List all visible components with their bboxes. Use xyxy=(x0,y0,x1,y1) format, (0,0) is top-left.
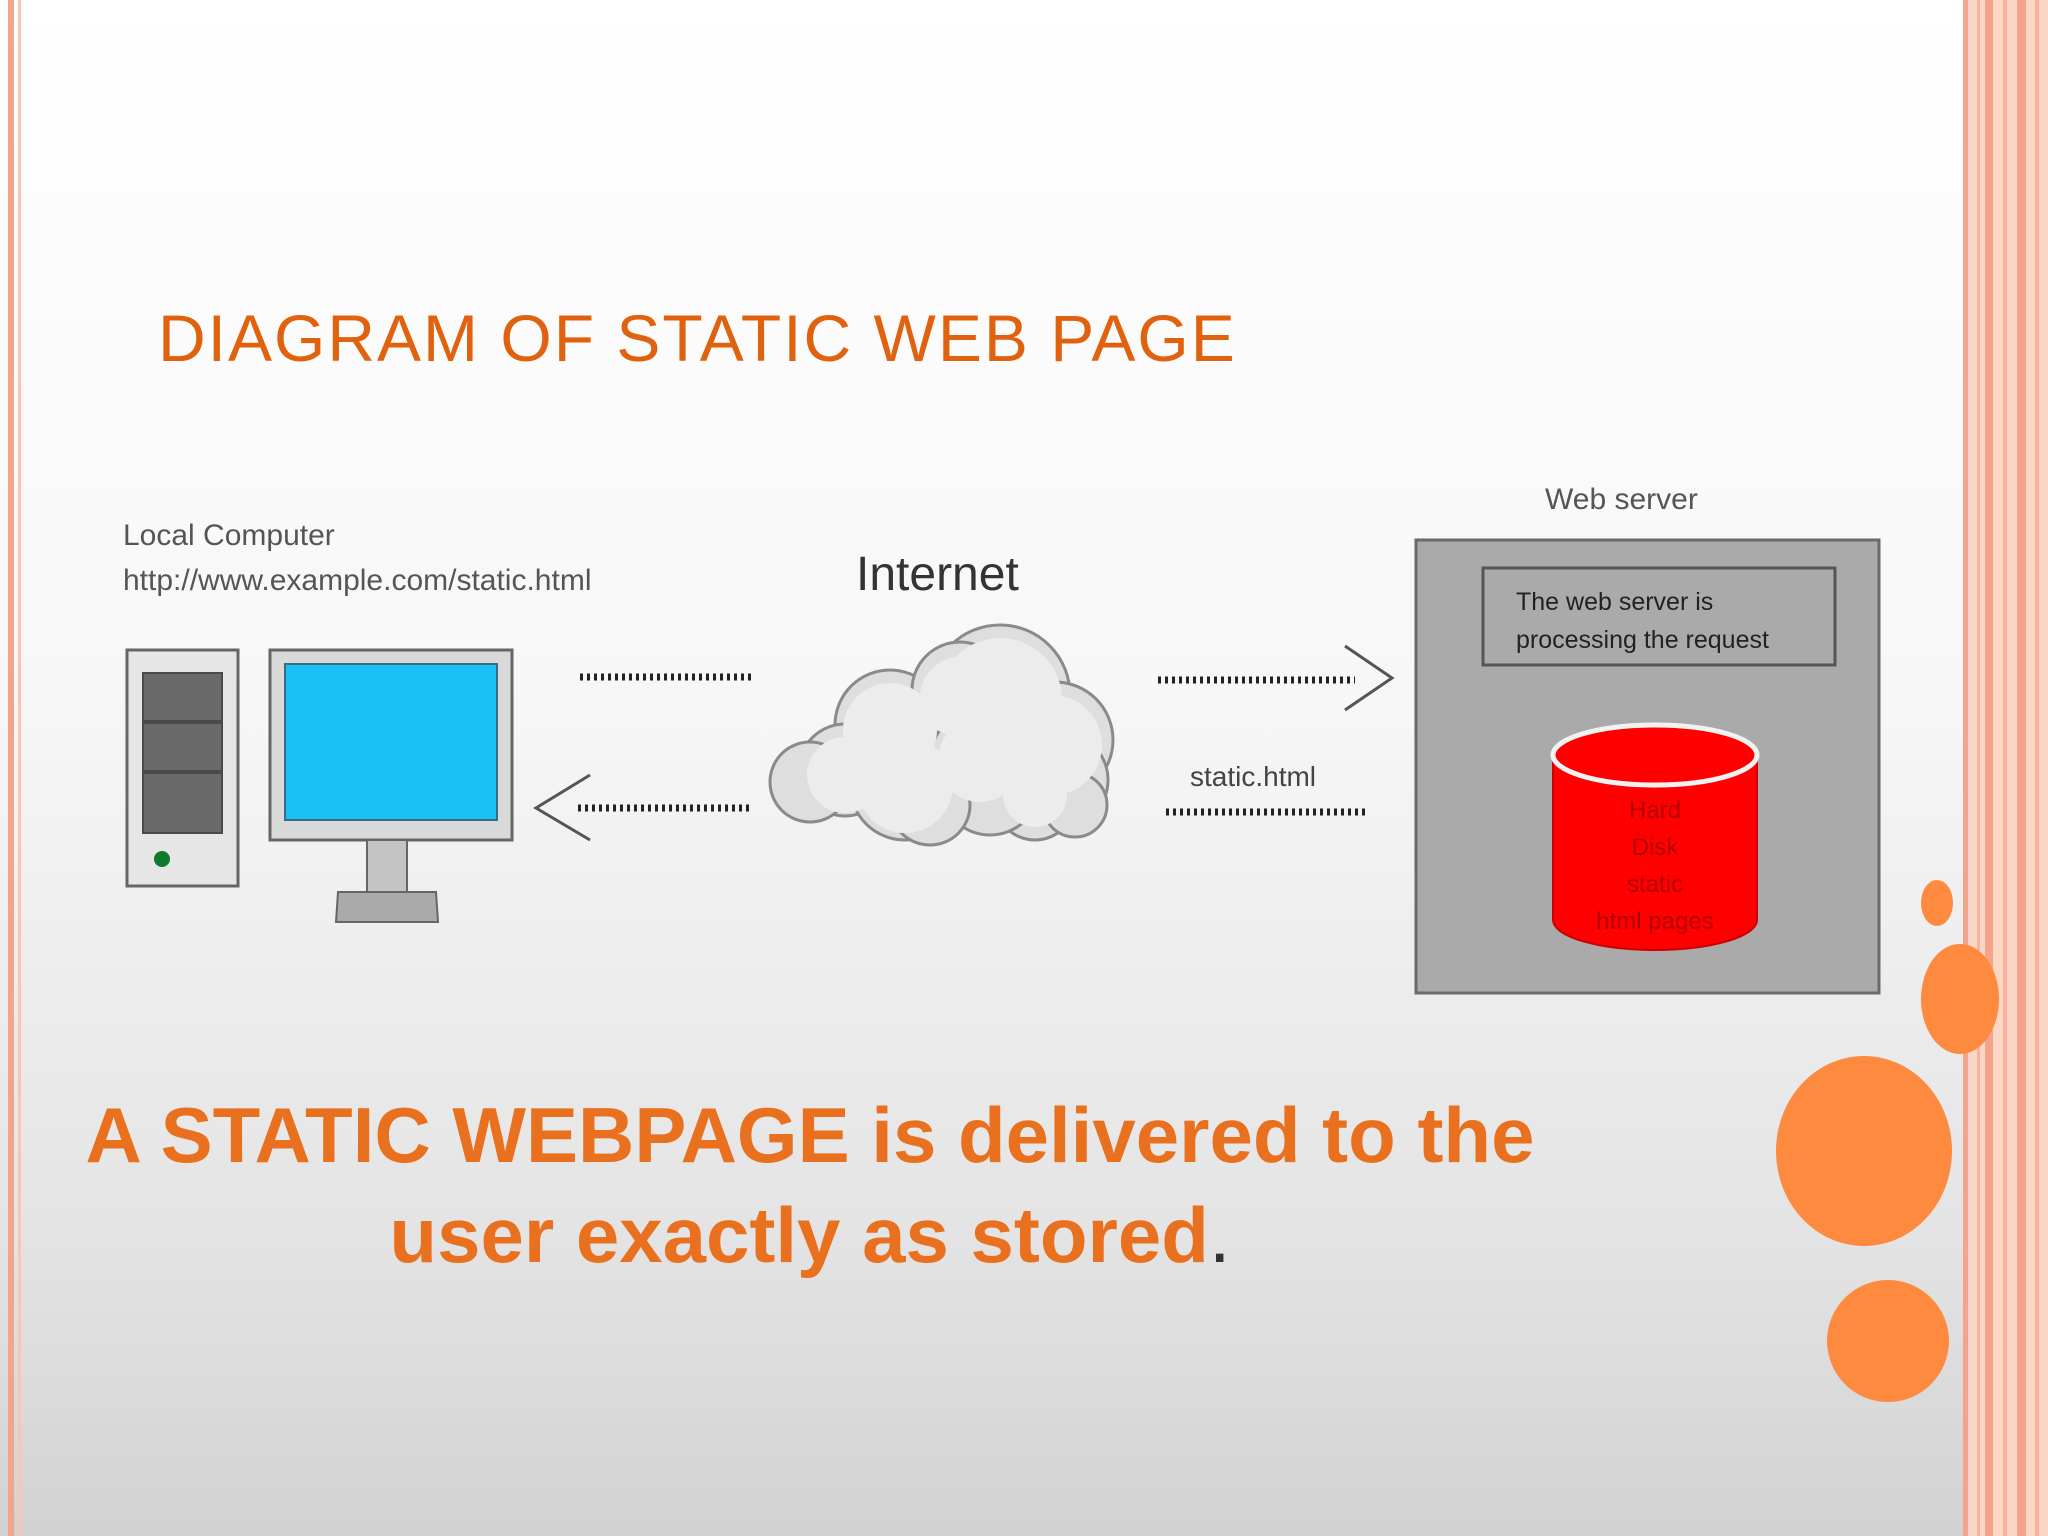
caption-period: . xyxy=(1208,1191,1231,1279)
response-label: static.html xyxy=(1190,761,1316,792)
monitor-icon xyxy=(268,648,514,923)
server-status-box xyxy=(1481,566,1837,667)
decor-circle-bottom xyxy=(1827,1280,1949,1402)
disk-line3: static xyxy=(1627,871,1683,898)
slide-title: DIAGRAM OF STATIC WEB PAGE xyxy=(158,301,1237,375)
server-status-line1: The web server is xyxy=(1516,588,1713,616)
slide-caption: A STATIC WEBPAGE is delivered to the use… xyxy=(40,1085,1580,1285)
decor-circle-medium xyxy=(1921,944,1999,1054)
server-status-line2: processing the request xyxy=(1516,626,1769,654)
decor-circle-small xyxy=(1921,880,1953,926)
web-server-label: Web server xyxy=(1545,483,1698,516)
local-computer-url: http://www.example.com/static.html xyxy=(123,564,592,597)
desktop-tower-icon xyxy=(125,648,240,888)
disk-line4: html pages xyxy=(1596,908,1713,935)
arrow-left-icon xyxy=(533,773,591,842)
decor-circle-large xyxy=(1776,1056,1952,1246)
local-computer-label: Local Computer xyxy=(123,519,335,552)
disk-line2: Disk xyxy=(1632,834,1680,861)
slide-frame-left xyxy=(0,0,22,1536)
database-icon xyxy=(1550,722,1760,951)
arrow-right-icon xyxy=(1344,644,1395,712)
slide-frame-right xyxy=(1955,0,2048,1536)
disk-line1: Hard xyxy=(1629,797,1681,824)
caption-text: A STATIC WEBPAGE is delivered to the use… xyxy=(85,1091,1535,1279)
static-web-diagram: Local Computer http://www.example.com/st… xyxy=(123,483,1881,995)
internet-label: Internet xyxy=(856,548,1019,601)
